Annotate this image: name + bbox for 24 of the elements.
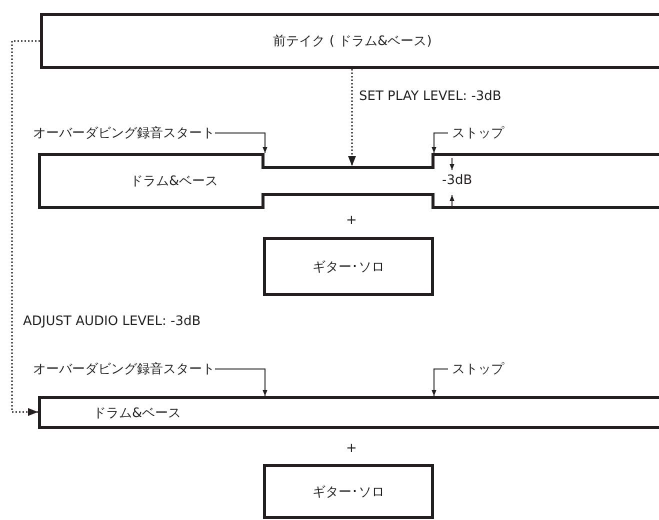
leader-line [432,368,448,396]
notched-track-bar [38,153,659,209]
track-box [263,237,434,296]
dotted-arrow [11,40,40,416]
track-label: 前テイク ( ドラム&ベース) [272,33,433,50]
callout-text: ストップ [452,123,504,142]
leader-line [214,368,268,396]
leader-line [432,132,448,154]
callout-text: オーバーダビング録音スタート [33,123,215,142]
track-label: ギター･ソロ [312,484,386,500]
level-label: -3dB [442,173,472,188]
edge-label: ADJUST AUDIO LEVEL: -3dB [22,313,202,330]
callout-text: ストップ [452,359,504,378]
callout-text: オーバーダビング録音スタート [33,359,215,378]
track-label: ドラム&ベース [130,173,218,190]
track-box [263,464,434,519]
track-label: ドラム&ベース [93,404,182,422]
plus-sign: + [346,441,357,456]
track-label: ギター･ソロ [312,258,386,276]
plus-sign: + [346,213,357,228]
track-bar [38,396,659,429]
leader-line [214,132,268,154]
dotted-arrow [348,69,356,166]
track-bar [40,13,659,69]
